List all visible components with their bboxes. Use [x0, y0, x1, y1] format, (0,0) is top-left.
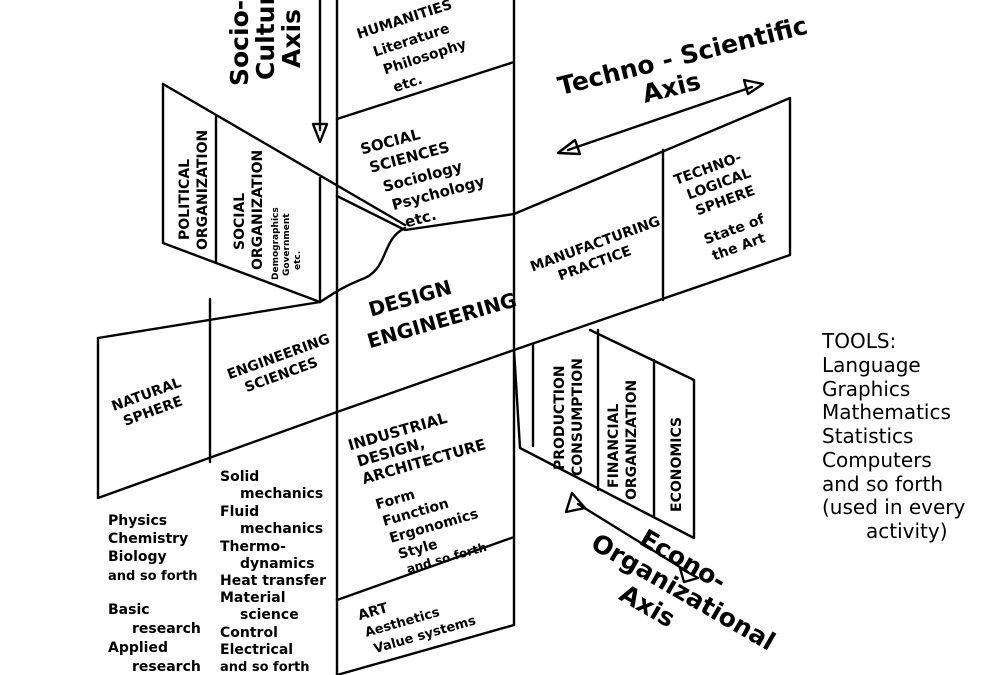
natural-list-item: and so forth [108, 569, 198, 584]
natural-list-item: Physics [108, 513, 167, 529]
political-line: POLITICAL [177, 159, 193, 240]
economics-line: ECONOMICS [669, 417, 685, 512]
lower-right-wing [512, 328, 696, 540]
financial-organization-label: FINANCIAL ORGANIZATION [606, 380, 640, 500]
lower-column [335, 348, 516, 675]
tools-item: Computers [822, 448, 932, 472]
production-consumption-label: PRODUCTION CONSUMPTION [552, 358, 586, 476]
tools-item: Graphics [822, 377, 910, 401]
socio-axis-line-3: Axis [277, 9, 306, 68]
center-block [335, 194, 516, 352]
econo-axis-arrow [564, 491, 700, 584]
socio-cultural-axis-label: Socio- Cultural Axis [225, 0, 306, 86]
political-organization-label: POLITICAL ORGANIZATION [177, 130, 211, 250]
tools-item: (used in every [822, 495, 966, 519]
economics-label: ECONOMICS [669, 417, 685, 512]
engineering-list-item: dynamics [240, 556, 315, 572]
natural-list-item: research [132, 621, 201, 637]
engineering-list-item: mechanics [240, 486, 323, 502]
engineering-list-item: Material [220, 590, 286, 606]
natural-list-item: Applied [108, 640, 168, 656]
engineering-list-item: and so forth [220, 660, 310, 675]
engineering-list-item: Heat transfer [220, 573, 326, 589]
tools-item: and so forth [822, 472, 943, 496]
technological-sphere-label: TECHNO- LOGICAL SPHERE State of the Art [672, 150, 768, 265]
industrial-design-block: INDUSTRIAL DESIGN, ARCHITECTURE Form Fun… [346, 409, 488, 576]
tools-list: TOOLS: Language Graphics Mathematics Sta… [821, 329, 966, 543]
social-org-item: etc. [293, 251, 303, 270]
right-band [512, 96, 792, 352]
production-line: CONSUMPTION [570, 358, 586, 476]
social-sciences-block: SOCIAL SCIENCES Sociology Psychology etc… [358, 125, 486, 231]
tools-item: Language [822, 353, 921, 377]
upper-left-wing [161, 82, 407, 304]
natural-list-item: Biology [108, 549, 167, 565]
engineering-sciences-list: Solid mechanics Fluid mechanics Thermo- … [220, 469, 326, 675]
engineering-list-item: mechanics [240, 521, 323, 537]
design-engineering-label: DESIGN ENGINEERING [364, 275, 519, 353]
manufacturing-practice-label: MANUFACTURING PRACTICE [528, 213, 662, 284]
engineering-list-item: science [240, 607, 299, 623]
political-line: ORGANIZATION [195, 130, 211, 250]
engineering-list-item: Fluid [220, 504, 259, 520]
engineering-sciences-label: ENGINEERING SCIENCES [225, 331, 332, 396]
financial-line: ORGANIZATION [624, 380, 640, 500]
humanities-block: HUMANITIES Literature Philosophy etc. [355, 0, 469, 96]
engineering-list-item: Solid [220, 469, 259, 485]
natural-sciences-list: Physics Chemistry Biology and so forth B… [108, 513, 201, 675]
natural-list-item: Basic [108, 602, 150, 618]
production-line: PRODUCTION [552, 365, 568, 470]
socio-axis-arrow [311, 0, 329, 144]
engineering-list-item: Electrical [220, 642, 293, 658]
techno-axis-arrow [556, 78, 765, 156]
engineering-list-item: Thermo- [220, 539, 286, 555]
financial-line: FINANCIAL [606, 404, 622, 488]
social-organization-items: Demographics Government etc. [271, 207, 303, 280]
natural-list-item: research [132, 659, 201, 675]
tools-item: activity) [866, 519, 948, 543]
upper-column [335, 0, 516, 232]
tools-title: TOOLS: [821, 329, 896, 353]
socio-axis-line-2: Cultural [251, 0, 280, 80]
social-org-line: SOCIAL [232, 193, 248, 250]
social-org-item: Demographics [271, 207, 281, 280]
natural-sphere-label: NATURAL SPHERE [110, 375, 185, 430]
econo-organizational-axis-label: Econo- Organizational Axis [586, 524, 780, 657]
left-band [96, 297, 516, 675]
natural-list-item: Chemistry [108, 531, 188, 547]
social-org-line: ORGANIZATION [250, 150, 266, 270]
social-organization-label: SOCIAL ORGANIZATION [232, 150, 266, 270]
tools-item: Statistics [822, 424, 913, 448]
tools-item: Mathematics [822, 400, 951, 424]
engineering-list-item: Control [220, 625, 278, 641]
art-block: ART Aesthetics Value systems [356, 600, 478, 657]
socio-axis-line-1: Socio- [225, 0, 254, 86]
social-org-item: Government [282, 213, 292, 276]
